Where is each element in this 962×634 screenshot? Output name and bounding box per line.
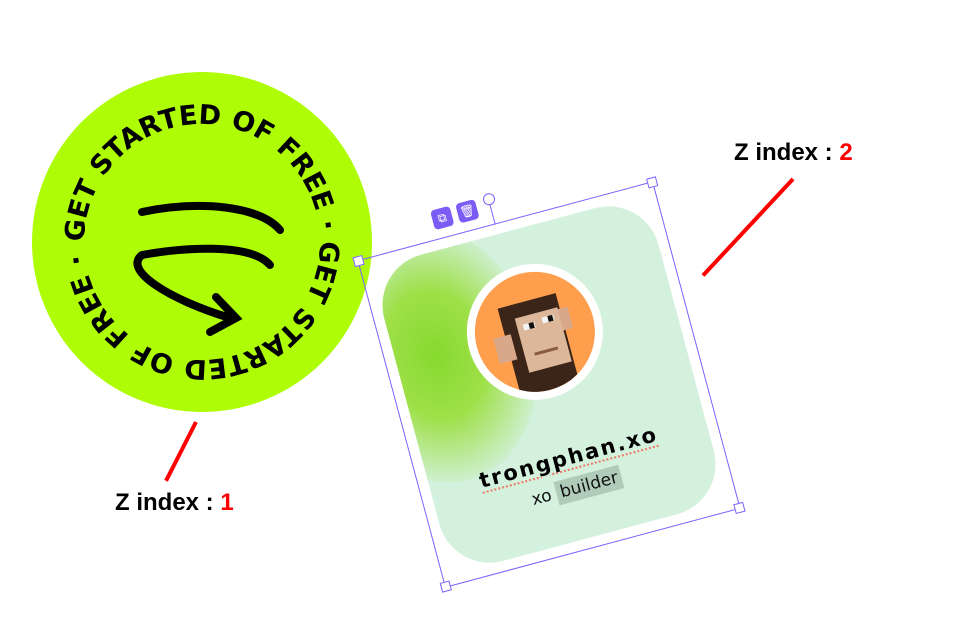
resize-handle-top-left[interactable]: [352, 254, 365, 268]
resize-handle-bottom-right[interactable]: [733, 501, 746, 515]
profile-card[interactable]: trongphan.xo xo builder: [370, 194, 728, 575]
duplicate-icon[interactable]: ⧉: [430, 205, 455, 231]
resize-handle-top-right[interactable]: [646, 176, 659, 189]
rotate-line: [489, 204, 496, 225]
rotate-handle[interactable]: [481, 191, 497, 207]
avatar: [451, 248, 619, 416]
pixel-ape-avatar-icon: [493, 293, 580, 398]
badge-circle: [32, 72, 372, 412]
z-index-label-1: Z index : 1: [115, 489, 234, 516]
pointer-line-1: [164, 421, 198, 482]
z-index-label-2: Z index : 2: [734, 139, 853, 166]
pointer-line-2: [701, 177, 795, 277]
selection-box[interactable]: trongphan.xo xo builder ⧉ 🗑: [352, 176, 746, 593]
resize-handle-bottom-left[interactable]: [439, 580, 452, 593]
curved-arrow-icon: [133, 202, 284, 336]
get-started-badge[interactable]: GET STARTED OF FREE · GET STARTED OF FRE…: [30, 70, 374, 414]
trash-icon[interactable]: 🗑: [455, 198, 480, 224]
